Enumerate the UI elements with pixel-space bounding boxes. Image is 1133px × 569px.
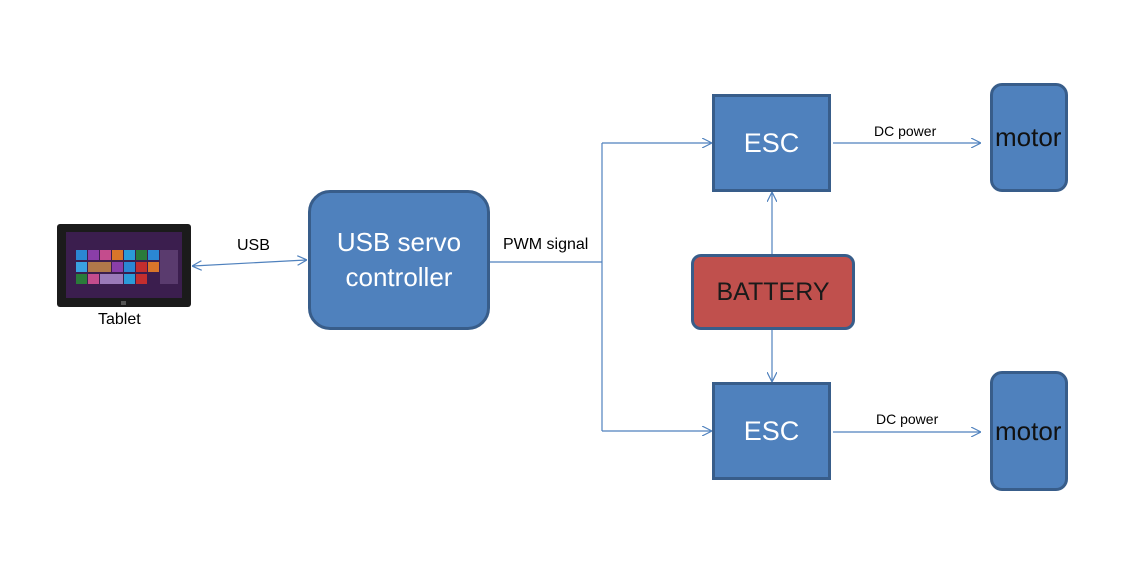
usb-connector xyxy=(193,260,306,266)
esc-top-block: ESC xyxy=(712,94,831,192)
battery-label: BATTERY xyxy=(716,277,830,306)
controller-line1: USB servo xyxy=(336,226,462,257)
usb-servo-controller-block: USB servo controller xyxy=(308,190,490,330)
motor-bottom-label: motor xyxy=(995,415,1062,446)
esc-bottom-label: ESC xyxy=(743,415,800,446)
motor-top-block: motor xyxy=(990,83,1068,192)
battery-block: BATTERY xyxy=(691,254,855,330)
tablet-image xyxy=(57,224,191,307)
dc-power-top-label: DC power xyxy=(874,123,937,139)
dc-power-bottom-label: DC power xyxy=(876,411,939,427)
motor-bottom-block: motor xyxy=(990,371,1068,491)
esc-bottom-block: ESC xyxy=(712,382,831,480)
controller-line2: controller xyxy=(345,262,453,292)
esc-top-label: ESC xyxy=(743,127,800,158)
usb-label: USB xyxy=(237,237,270,254)
pwm-signal-label: PWM signal xyxy=(503,236,589,253)
tablet-label: Tablet xyxy=(98,311,141,328)
motor-top-label: motor xyxy=(995,122,1062,152)
